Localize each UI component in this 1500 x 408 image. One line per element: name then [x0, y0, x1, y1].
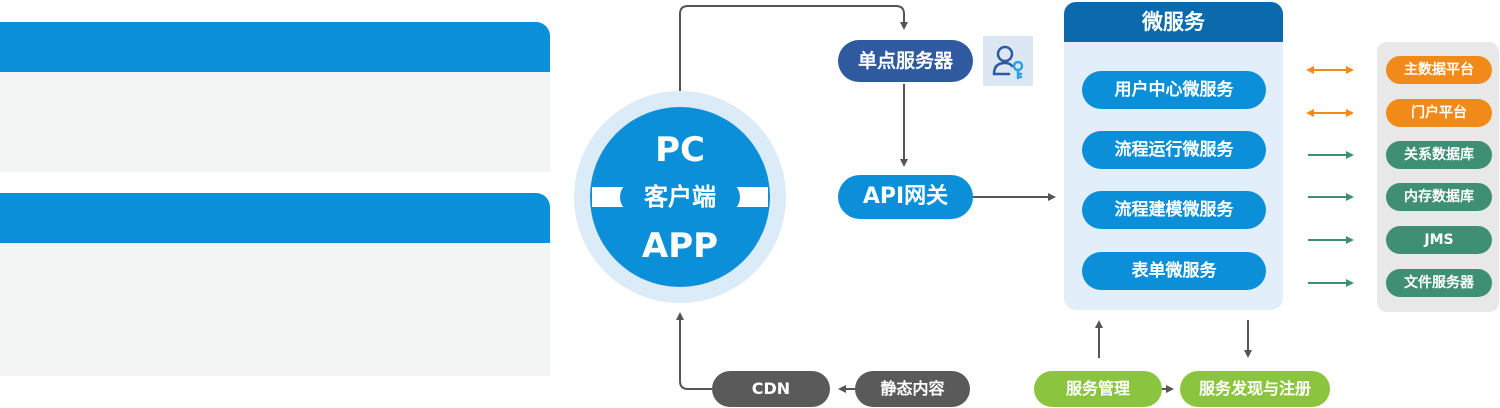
left-panel-top [0, 22, 550, 172]
microservices-group: 微服务 用户中心微服务 流程运行微服务 流程建模微服务 表单微服务 [1064, 2, 1283, 310]
service-discovery-node: 服务发现与注册 [1180, 371, 1330, 407]
store-portal-platform: 门户平台 [1386, 99, 1492, 127]
store-jms: JMS [1386, 226, 1492, 254]
left-panel-bottom-header [0, 193, 550, 243]
client-label: 客户端 [620, 180, 740, 214]
cdn-node: CDN [712, 371, 830, 407]
client-app-label: APP [641, 226, 719, 266]
microservice-user-center: 用户中心微服务 [1082, 71, 1266, 109]
api-gateway-node: API网关 [838, 175, 973, 219]
data-stores-group [1377, 42, 1499, 312]
store-relational-db: 关系数据库 [1386, 141, 1492, 169]
sso-server-node: 单点服务器 [838, 40, 973, 82]
microservice-process-runtime: 流程运行微服务 [1082, 131, 1266, 169]
service-management-node: 服务管理 [1034, 371, 1162, 407]
left-panel-bottom [0, 193, 550, 376]
store-memory-db: 内存数据库 [1386, 183, 1492, 211]
left-panel-top-header [0, 22, 550, 72]
microservice-process-modeling: 流程建模微服务 [1082, 191, 1266, 229]
store-file-server: 文件服务器 [1386, 269, 1492, 297]
store-master-data-platform: 主数据平台 [1386, 56, 1492, 84]
left-panel-bottom-body [0, 243, 550, 376]
microservices-title: 微服务 [1064, 2, 1283, 42]
static-content-node: 静态内容 [855, 371, 970, 407]
microservice-form: 表单微服务 [1082, 252, 1266, 290]
user-key-icon [983, 36, 1033, 86]
client-pc-label: PC [655, 130, 705, 170]
left-panel-top-body [0, 72, 550, 172]
arrow-client-to-sso [679, 5, 908, 91]
arrow-cdn-to-client [676, 312, 712, 390]
